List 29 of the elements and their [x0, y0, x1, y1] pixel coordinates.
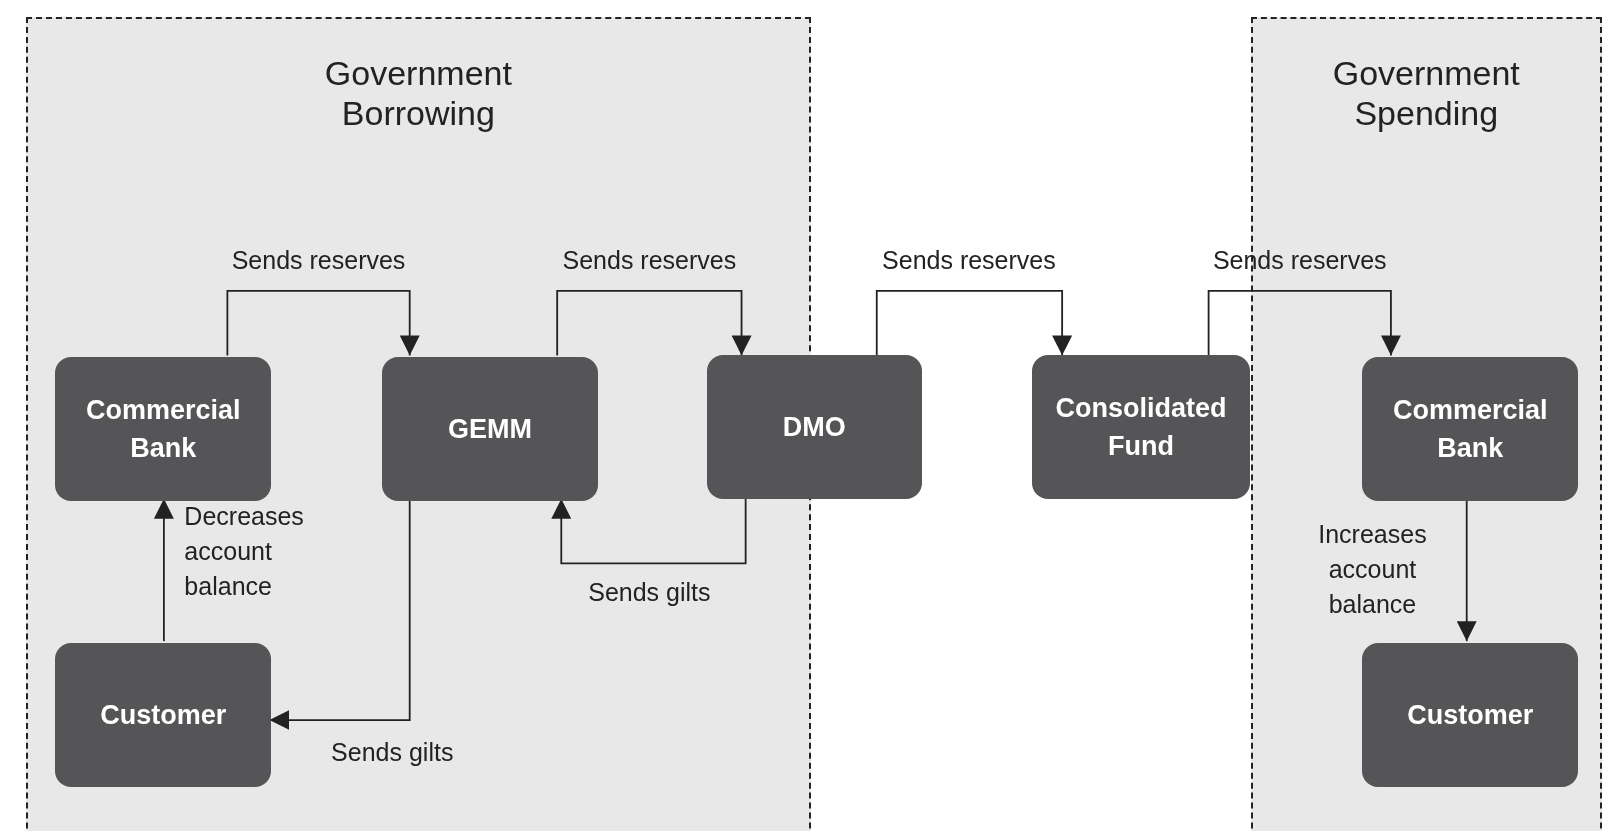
process-box [1362, 357, 1579, 501]
edge-label: Sends reserves [230, 244, 407, 276]
edge-label: Sends reserves [1211, 244, 1388, 276]
arrow [226, 290, 420, 357]
box-label: Customer [1407, 698, 1534, 732]
edge-label: Sends gilts [587, 576, 712, 608]
group-title: Government Spending [1331, 53, 1521, 134]
arrow [556, 290, 752, 357]
process-box [381, 357, 599, 501]
box-label: Commercial Bank [1391, 394, 1549, 466]
edge-label: Decreases account balance [184, 500, 305, 602]
process-box [1362, 643, 1579, 787]
arrow [875, 290, 1073, 357]
process-box [706, 355, 922, 499]
box-label: Consolidated Fund [1054, 392, 1228, 464]
arrow [1207, 290, 1401, 357]
edge-label: Sends reserves [561, 244, 738, 276]
process-box [55, 357, 272, 501]
process-box [1032, 355, 1250, 499]
box-label: Commercial Bank [85, 394, 242, 466]
process-box [55, 643, 272, 787]
edge-label: Increases account balance [1317, 518, 1428, 620]
group-title: Government Borrowing [323, 53, 513, 134]
box-label: DMO [782, 411, 846, 445]
box-label: GEMM [448, 413, 532, 447]
edge-label: Sends gilts [330, 736, 455, 768]
box-label: Customer [100, 698, 227, 732]
arrow [551, 497, 747, 565]
edge-label: Sends reserves [881, 244, 1057, 276]
